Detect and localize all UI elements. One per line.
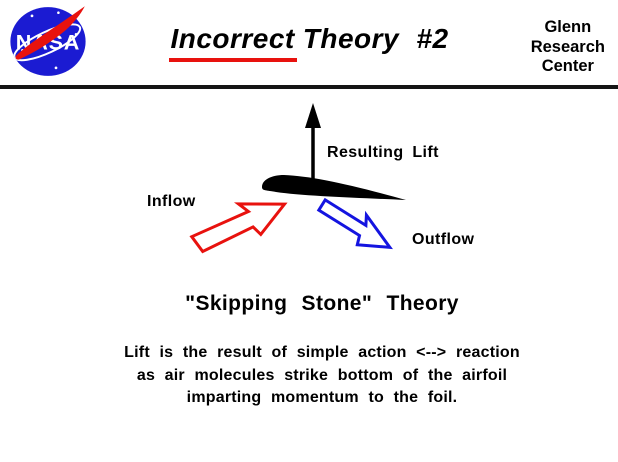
resulting-lift-label: Resulting Lift: [327, 144, 439, 161]
theory-heading: "Skipping Stone" Theory: [185, 292, 459, 315]
inflow-label: Inflow: [147, 193, 196, 210]
header-divider: [0, 85, 618, 89]
theory-description: Lift is the result of simple action <-->…: [26, 342, 618, 410]
description-line: Lift is the result of simple action <-->…: [124, 344, 520, 361]
airfoil-shape: [262, 175, 406, 200]
org-name: Glenn Research Center: [531, 18, 605, 77]
outflow-label: Outflow: [412, 231, 475, 248]
outflow-arrow: [316, 197, 393, 250]
org-line: Center: [541, 57, 594, 75]
description-line: imparting momentum to the foil.: [186, 389, 458, 406]
nasa-logo-icon: NASA: [10, 6, 86, 76]
title-rest: Theory #2: [302, 23, 449, 54]
logo-swoosh: [15, 6, 85, 60]
description-line: as air molecules strike bottom of the ai…: [136, 366, 508, 384]
title-underlined-word: Incorrect: [169, 22, 297, 62]
org-line: Glenn: [544, 18, 592, 36]
org-line: Research: [530, 37, 605, 56]
inflow-arrow: [189, 202, 288, 254]
lift-arrow: [305, 103, 321, 180]
airfoil-diagram: [189, 103, 406, 254]
logo-stars: [21, 11, 78, 70]
